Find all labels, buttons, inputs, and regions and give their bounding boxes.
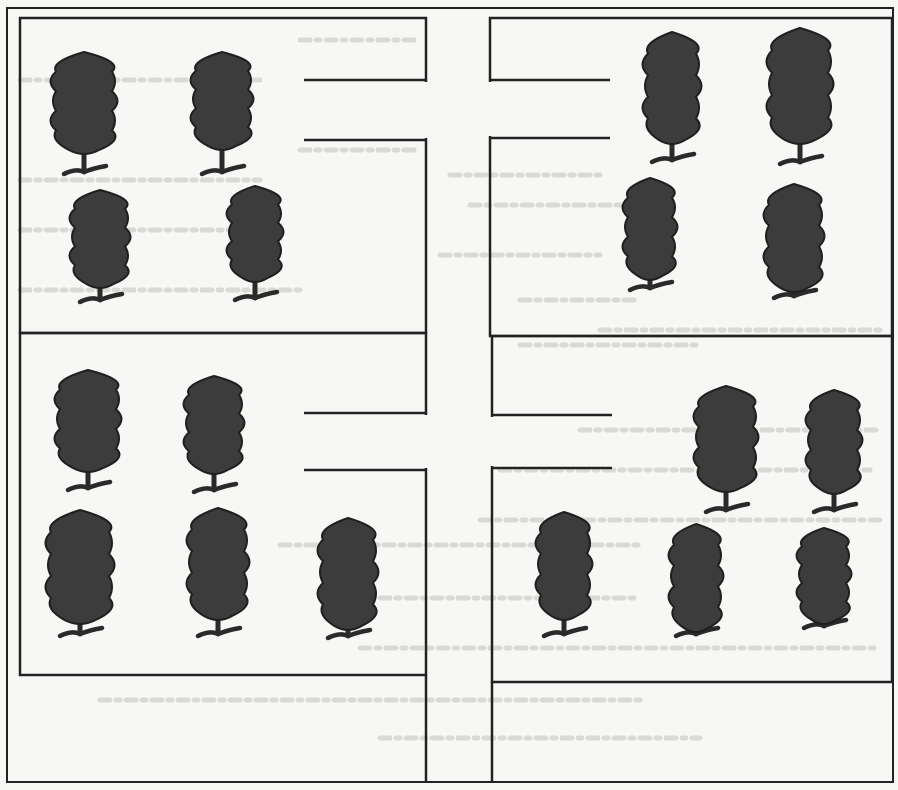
tree-canopy [55, 370, 122, 472]
tree-icon [623, 178, 678, 290]
path-gap [488, 82, 492, 136]
tree-canopy [51, 52, 118, 154]
path-gap [490, 417, 494, 466]
tree-canopy [227, 186, 284, 282]
tree-canopy [643, 32, 702, 144]
tree-canopy [191, 52, 254, 150]
tree-icon [227, 186, 284, 300]
page-border [7, 8, 893, 782]
tree-icon [669, 524, 724, 636]
tree-icon [70, 190, 131, 302]
tree-icon [46, 510, 115, 636]
tree-icon [191, 52, 254, 174]
tree-icon [694, 386, 759, 512]
tree-icon [187, 508, 250, 636]
path-gap [424, 415, 428, 468]
tree-canopy [70, 190, 131, 288]
tree-icon [55, 370, 122, 490]
tree-icon [767, 28, 834, 164]
path-gap [424, 82, 428, 138]
tree-canopy [318, 518, 379, 630]
tree-icon [536, 512, 593, 636]
tree-icon [51, 52, 118, 174]
tree-icon [797, 528, 852, 628]
tree-canopy [623, 178, 678, 280]
tree-canopy [767, 28, 834, 144]
tree-canopy [694, 386, 759, 492]
tree-canopy [46, 510, 115, 624]
tree-canopy [764, 184, 825, 292]
tree-canopy [669, 524, 724, 632]
show-through-text [20, 40, 880, 738]
tree-icon [764, 184, 825, 298]
tree-canopy [187, 508, 250, 620]
tree-icon [184, 376, 245, 492]
tree-icon [806, 390, 863, 512]
tree-canopy [536, 512, 593, 620]
tree-icon [318, 518, 379, 638]
tree-canopy [797, 528, 852, 624]
tree-canopy [806, 390, 863, 494]
plot-boundaries [7, 8, 893, 782]
tree-canopy [184, 376, 245, 474]
central-paths [304, 80, 612, 782]
tree-icon [643, 32, 702, 162]
